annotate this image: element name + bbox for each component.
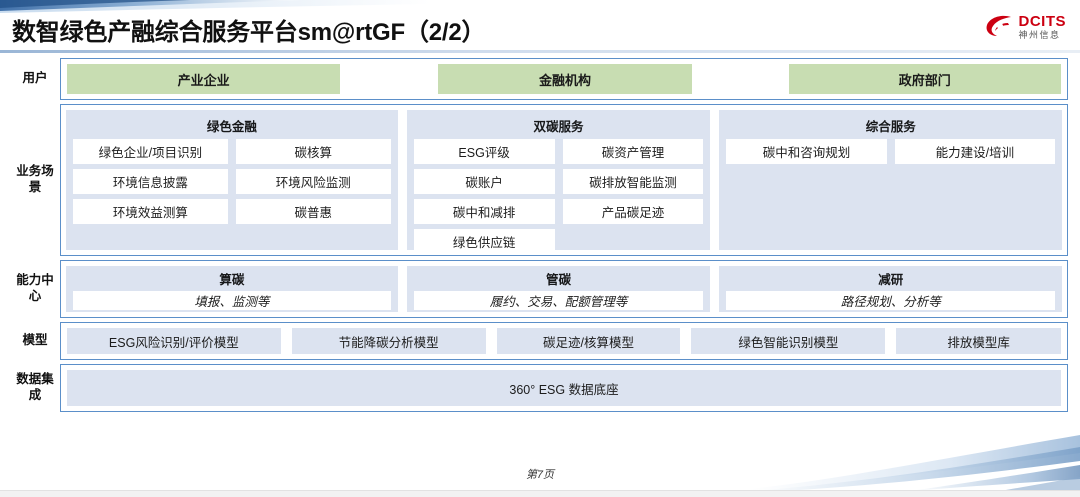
row-body-model: ESG风险识别/评价模型 节能降碳分析模型 碳足迹/核算模型 绿色智能识别模型 … xyxy=(60,322,1068,360)
capability-title: 管碳 xyxy=(546,273,572,287)
chip-item[interactable]: 能力建设/培训 xyxy=(894,139,1055,164)
row-label-business-scenario: 业务场 景 xyxy=(12,104,60,256)
row-label-line2: 心 xyxy=(28,289,42,303)
chip-item[interactable]: 碳核算 xyxy=(235,139,391,164)
user-box-financial[interactable]: 金融机构 xyxy=(437,64,693,94)
page-title: 数智绿色产融综合服务平台sm@rtGF（2/2） xyxy=(12,19,486,46)
architecture-grid: 用户 产业企业 金融机构 政府部门 业务场 景 xyxy=(12,58,1068,416)
chip-item[interactable]: 碳中和咨询规划 xyxy=(726,139,887,164)
row-body-user: 产业企业 金融机构 政府部门 xyxy=(60,58,1068,100)
brand-logo: DCITS 神州信息 xyxy=(984,14,1067,40)
capability-title: 减研 xyxy=(878,273,904,287)
chip-item[interactable]: 碳资产管理 xyxy=(562,139,704,164)
panel-comprehensive-service: 综合服务 碳中和咨询规划 能力建设/培训 xyxy=(719,110,1062,250)
chip-item[interactable]: 产品碳足迹 xyxy=(562,199,704,224)
capability-panel-carbon-management[interactable]: 管碳 履约、交易、配额管理等 xyxy=(406,266,711,312)
row-data-integration: 数据集 成 360° ESG 数据底座 xyxy=(12,364,1068,412)
capability-panel-carbon-accounting[interactable]: 算碳 填报、监测等 xyxy=(66,266,398,312)
chip-item[interactable]: 环境风险监测 xyxy=(235,169,391,194)
bottom-strip xyxy=(0,490,1080,497)
panel-title-dual-carbon-service: 双碳服务 xyxy=(533,120,584,134)
user-box-government[interactable]: 政府部门 xyxy=(788,64,1061,94)
row-label-line2: 成 xyxy=(28,388,42,402)
row-label-model: 模型 xyxy=(22,333,48,348)
row-label-user: 用户 xyxy=(22,71,48,86)
row-capability-center: 能力中 心 算碳 填报、监测等 管碳 履约、交易、配额管理等 减研 路径规划、分… xyxy=(12,260,1068,318)
chip-item[interactable]: 绿色供应链 xyxy=(413,229,555,254)
capability-title: 算碳 xyxy=(219,273,245,287)
logo-brand-sub: 神州信息 xyxy=(1018,30,1061,40)
user-box-track: 产业企业 金融机构 政府部门 xyxy=(67,64,1061,94)
chip-item[interactable]: 碳账户 xyxy=(413,169,555,194)
chip-grid-comprehensive-service: 碳中和咨询规划 能力建设/培训 xyxy=(726,139,1055,164)
user-gap-1 xyxy=(340,64,437,94)
chip-item[interactable]: 碳中和减排 xyxy=(413,199,555,224)
model-box[interactable]: 碳足迹/核算模型 xyxy=(496,328,681,354)
row-business-scenario: 业务场 景 绿色金融 绿色企业/项目识别 碳核算 环境信息披露 环境风险监测 环… xyxy=(12,104,1068,256)
row-label-data-integration: 数据集 成 xyxy=(12,364,60,412)
data-foundation-box[interactable]: 360° ESG 数据底座 xyxy=(67,370,1061,406)
capability-subtitle: 填报、监测等 xyxy=(73,291,391,310)
row-body-business-scenario: 绿色金融 绿色企业/项目识别 碳核算 环境信息披露 环境风险监测 环境效益测算 … xyxy=(60,104,1068,256)
panel-green-finance: 绿色金融 绿色企业/项目识别 碳核算 环境信息披露 环境风险监测 环境效益测算 … xyxy=(66,110,398,250)
dcits-swirl-icon xyxy=(984,14,1014,40)
user-box-industry[interactable]: 产业企业 xyxy=(67,64,341,94)
row-label-line1: 能力中 xyxy=(16,273,54,288)
model-box[interactable]: 排放模型库 xyxy=(896,328,1061,354)
capability-subtitle: 路径规划、分析等 xyxy=(726,291,1055,310)
chip-item[interactable]: 碳排放智能监测 xyxy=(562,169,704,194)
chip-item[interactable]: 环境效益测算 xyxy=(73,199,228,224)
row-body-data-integration: 360° ESG 数据底座 xyxy=(60,364,1068,412)
model-box[interactable]: 绿色智能识别模型 xyxy=(691,328,886,354)
capability-panel-reduction-research[interactable]: 减研 路径规划、分析等 xyxy=(719,266,1062,312)
header-divider xyxy=(0,50,1080,53)
chip-item[interactable]: 绿色企业/项目识别 xyxy=(73,139,228,164)
row-label-line1: 业务场 xyxy=(16,164,54,179)
logo-brand-name: DCITS xyxy=(1018,13,1066,30)
bottom-decoration xyxy=(750,431,1080,491)
panel-title-comprehensive-service: 综合服务 xyxy=(865,120,916,134)
model-box[interactable]: ESG风险识别/评价模型 xyxy=(67,328,281,354)
page-footer: 第7页 xyxy=(525,469,555,481)
chip-grid-green-finance: 绿色企业/项目识别 碳核算 环境信息披露 环境风险监测 环境效益测算 碳普惠 xyxy=(73,139,391,224)
slide-header: 数智绿色产融综合服务平台sm@rtGF（2/2） DCITS 神州信息 xyxy=(0,8,1080,53)
row-label-line2: 景 xyxy=(28,180,42,194)
chip-item[interactable]: 环境信息披露 xyxy=(73,169,228,194)
panel-title-green-finance: 绿色金融 xyxy=(206,120,257,134)
chip-grid-dual-carbon-service: ESG评级 碳资产管理 碳账户 碳排放智能监测 碳中和减排 产品碳足迹 绿色供应… xyxy=(413,139,704,254)
panel-dual-carbon-service: 双碳服务 ESG评级 碳资产管理 碳账户 碳排放智能监测 碳中和减排 产品碳足迹… xyxy=(406,110,711,254)
chip-item[interactable]: ESG评级 xyxy=(413,139,555,164)
capability-subtitle: 履约、交易、配额管理等 xyxy=(413,291,704,310)
chip-item[interactable]: 碳普惠 xyxy=(235,199,391,224)
user-gap-2 xyxy=(692,64,788,94)
row-user: 用户 产业企业 金融机构 政府部门 xyxy=(12,58,1068,100)
model-box[interactable]: 节能降碳分析模型 xyxy=(291,328,486,354)
row-label-line1: 数据集 xyxy=(16,372,54,387)
row-body-capability-center: 算碳 填报、监测等 管碳 履约、交易、配额管理等 减研 路径规划、分析等 xyxy=(60,260,1068,318)
row-model: 模型 ESG风险识别/评价模型 节能降碳分析模型 碳足迹/核算模型 绿色智能识别… xyxy=(12,322,1068,360)
row-label-capability-center: 能力中 心 xyxy=(12,260,60,318)
